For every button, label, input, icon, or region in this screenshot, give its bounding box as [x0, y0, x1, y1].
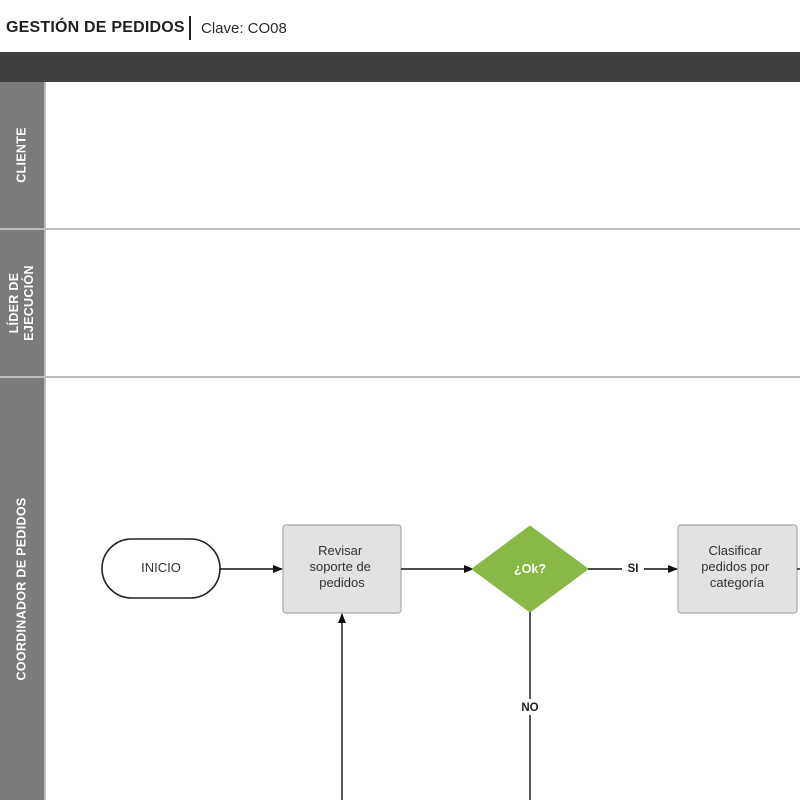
page-header: GESTIÓN DE PEDIDOS Clave: CO08	[0, 0, 800, 52]
yes-label: SI	[628, 563, 639, 575]
diagram-title: GESTIÓN DE PEDIDOS	[6, 19, 185, 36]
yes-label-bg	[622, 561, 644, 576]
process-review-label: Revisar soporte de pedidos	[309, 543, 374, 590]
start-label: INICIO	[141, 560, 181, 575]
lane-label-lider-ejecucion: LÍDER DE EJECUCIÓN	[0, 230, 44, 376]
lane-border	[0, 376, 800, 378]
no-label: NO	[521, 702, 538, 714]
header-bar	[0, 52, 800, 82]
no-label-bg	[518, 699, 542, 715]
lane-label-cliente: CLIENTE	[0, 82, 44, 228]
decision-label: ¿Ok?	[514, 562, 546, 576]
process-classify-label: Clasificar pedidos por categoría	[701, 543, 773, 590]
lane-divider	[44, 82, 46, 800]
lane-border	[0, 228, 800, 230]
title-divider	[189, 16, 191, 40]
lane-label-coordinador-pedidos: COORDINADOR DE PEDIDOS	[0, 378, 44, 800]
diagram-code: Clave: CO08	[201, 20, 287, 37]
